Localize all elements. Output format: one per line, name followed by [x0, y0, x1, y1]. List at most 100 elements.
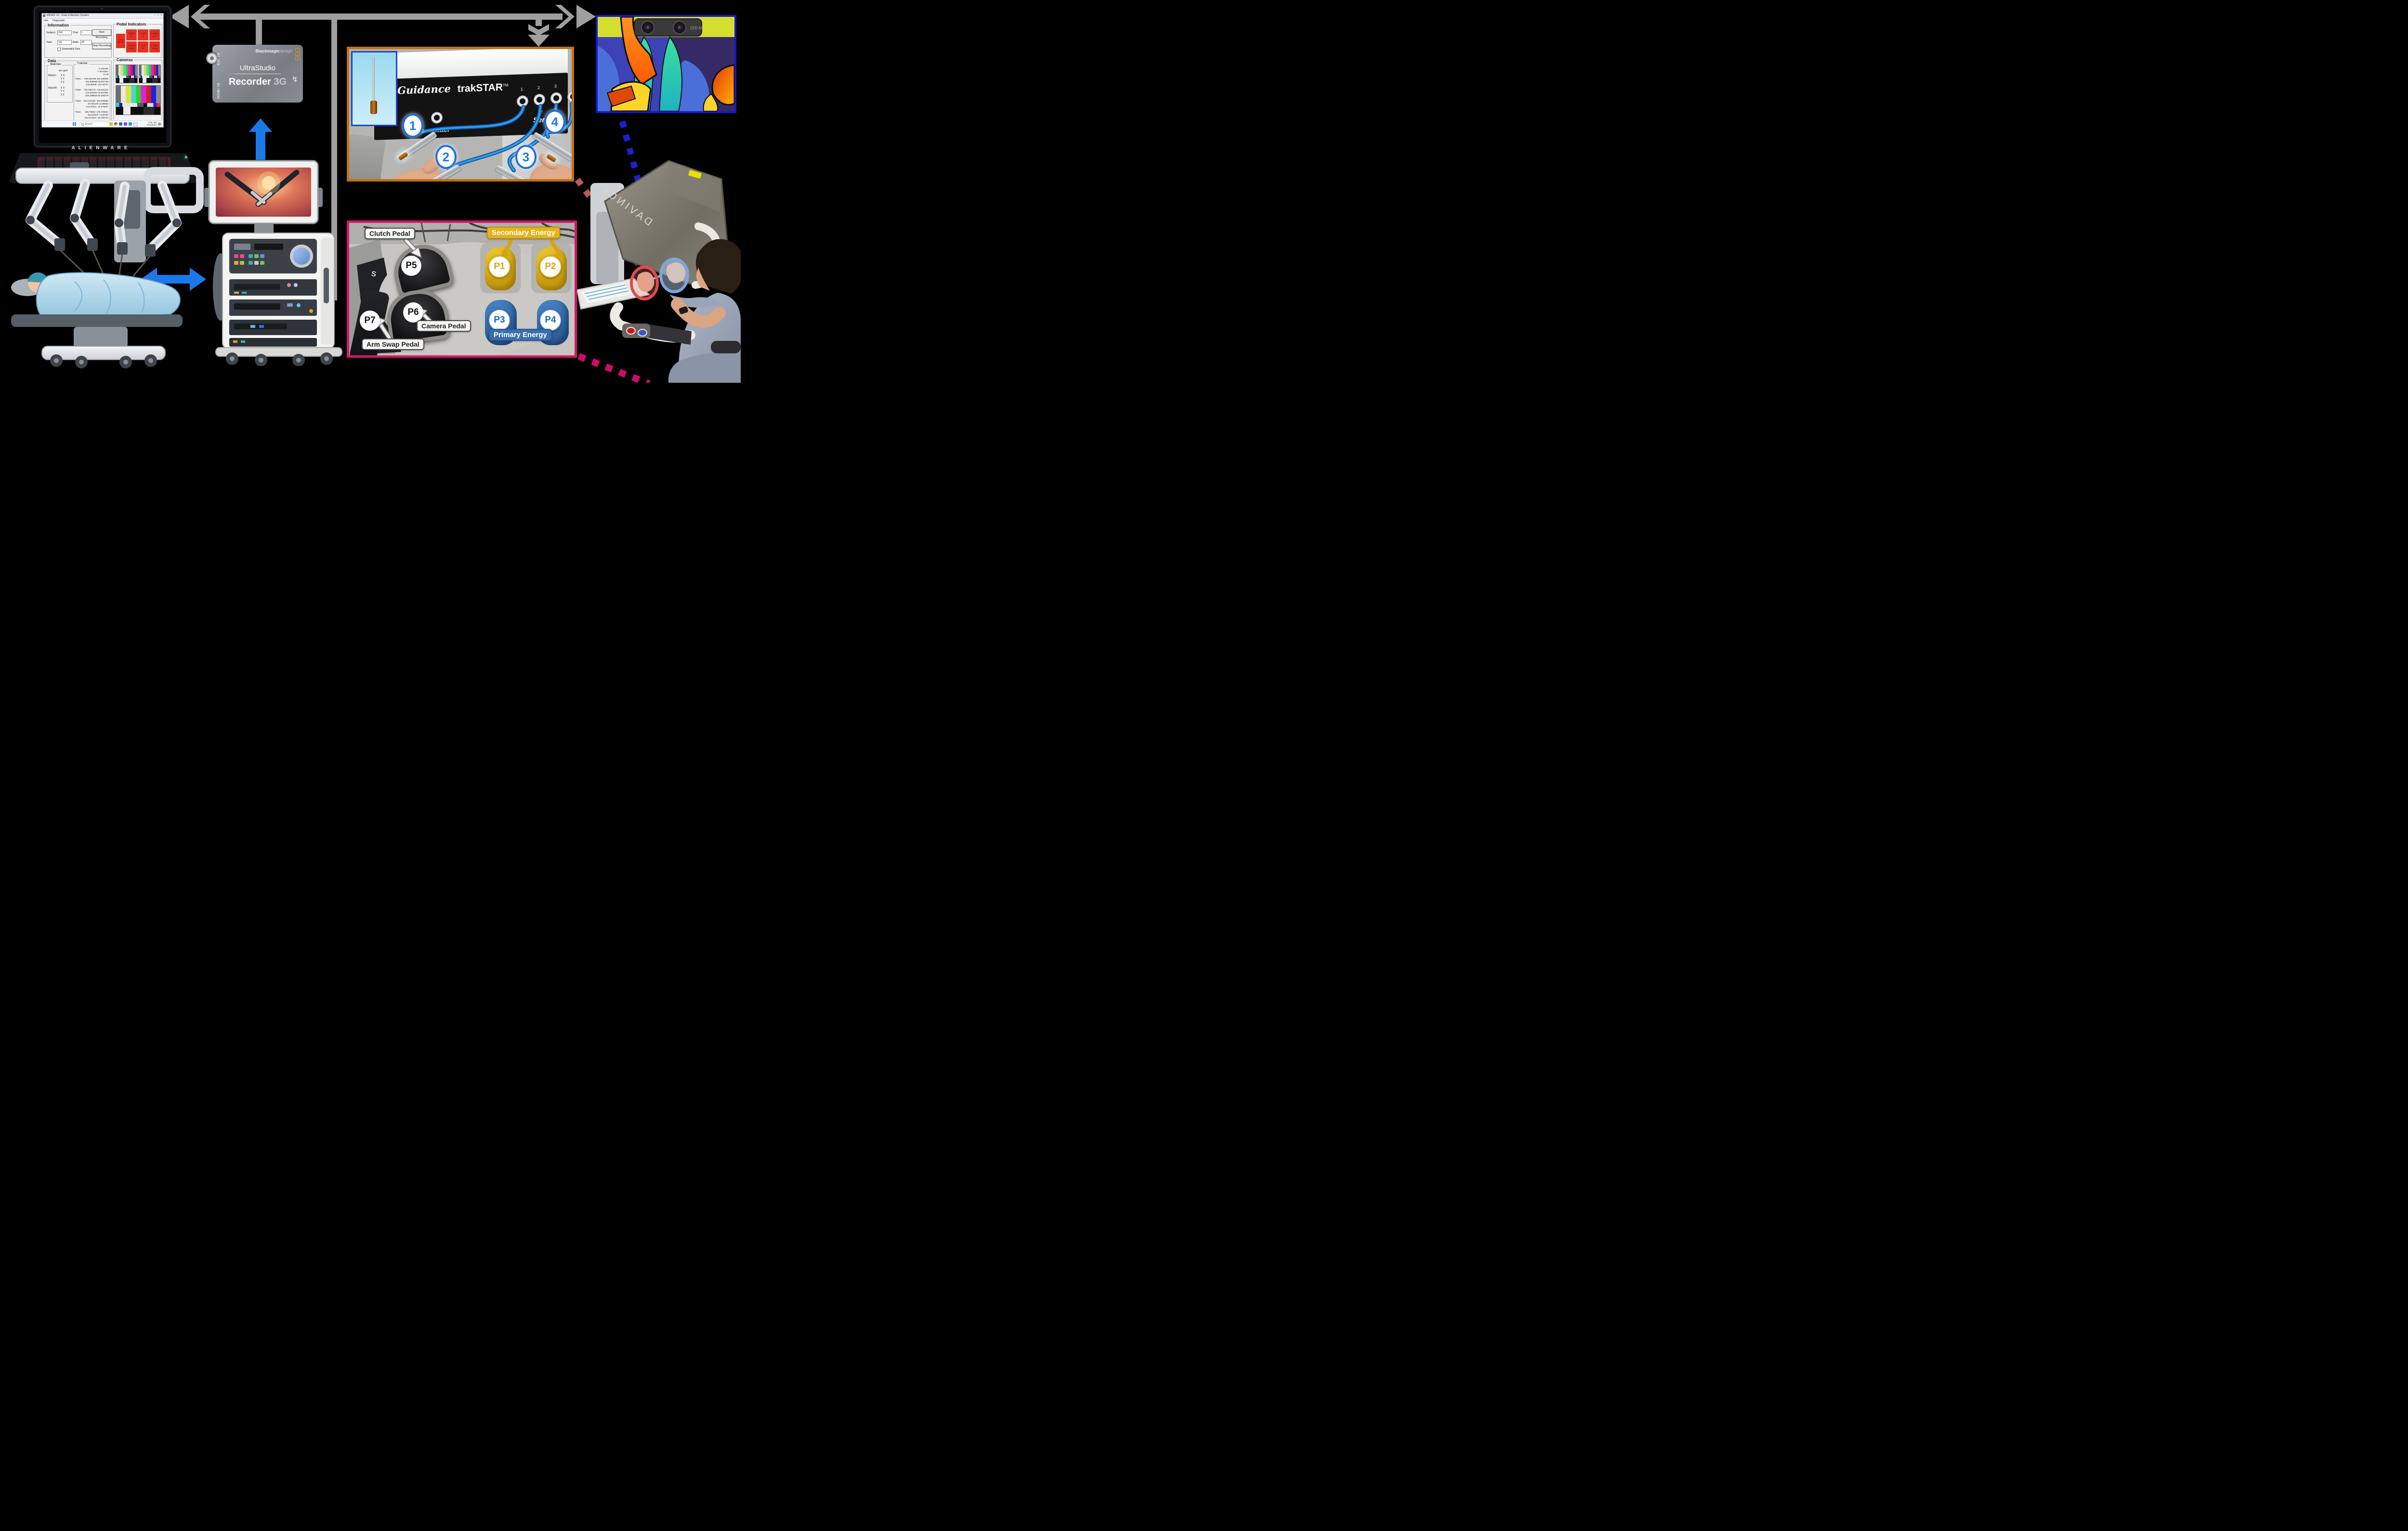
probe-needle-icon	[373, 57, 375, 102]
robot-arms	[26, 179, 182, 255]
search-icon	[81, 123, 84, 126]
blackmagic-brand: Blackmagicdesign	[255, 49, 292, 53]
laptop-desktop: MIDAS V3 - Data Collection System − □ × …	[39, 11, 166, 143]
surgeon-console-photo: DAVINCI	[577, 160, 741, 383]
notepad-icon[interactable]	[133, 122, 138, 127]
bus-drop-recorder	[256, 19, 262, 46]
marker-p7: P7	[360, 311, 380, 331]
trial-field[interactable]: 1	[80, 30, 92, 35]
chrome-icon[interactable]	[114, 122, 118, 126]
window-titlebar[interactable]: MIDAS V3 - Data Collection System − □ ×	[42, 13, 163, 19]
stop-recording-button[interactable]: Stop Recording	[92, 43, 111, 49]
data-title: Data	[47, 59, 57, 63]
patient-drape	[36, 272, 181, 321]
trakstar-panel: 3D Guidance trakSTARTM Transmitter 1 2 3…	[347, 47, 574, 182]
patient-cart-illustration	[11, 162, 204, 368]
smartwatch-checkbox[interactable]	[57, 48, 61, 51]
window-title: MIDAS V3 - Data Collection System	[47, 14, 89, 17]
bus-drop-trakstar	[536, 19, 542, 26]
maximize-button[interactable]: □	[157, 14, 159, 17]
sensor-probe-inset	[351, 51, 397, 126]
trakstar-groupbox: Trakstar X azimuth Y elevation Z roll Tr…	[74, 62, 110, 123]
app-icon	[43, 14, 45, 17]
store-icon[interactable]	[124, 122, 127, 126]
vscode-icon[interactable]	[129, 122, 132, 126]
menu-info[interactable]: Info	[44, 19, 49, 22]
bus-bar	[196, 13, 563, 20]
recorder-line1: UltraStudio	[239, 64, 276, 72]
power-led-icon	[185, 156, 187, 158]
table-wheels	[50, 354, 157, 368]
information-groupbox: Information Subject: 200 Trial: 1 Task: …	[44, 23, 112, 58]
folder-icon[interactable]	[109, 122, 113, 126]
armrest-red-button[interactable]	[626, 327, 636, 335]
minimize-button[interactable]: −	[154, 14, 156, 17]
marker-p2: P2	[539, 256, 562, 278]
right-hand-highlight	[659, 258, 689, 293]
sdi-in-label: SDI IN	[217, 52, 221, 65]
marker-p4: P4	[539, 309, 562, 331]
ultrastudio-recorder: SDI IN HDMI IN Blackmagicdesign UltraStu…	[206, 45, 303, 103]
cart-knob[interactable]	[293, 247, 310, 265]
window-menubar: Info Diagnostic	[42, 19, 163, 23]
bus-arrow-down-icon	[528, 35, 550, 47]
watches-groupbox: Watches acc gyro WatchL: X X Y Y Z Z Wat…	[47, 63, 73, 103]
subject-field[interactable]: 200	[57, 30, 72, 35]
cart-handle	[324, 268, 329, 303]
smartwatch-label: Smartwatch Data	[62, 48, 80, 51]
sensor-marker-1: 1	[402, 114, 423, 138]
figure-canvas: MIDAS V3 - Data Collection System − □ × …	[0, 0, 741, 383]
cameras-groupbox: Cameras	[113, 58, 162, 125]
rate-label: Rate:	[73, 41, 79, 44]
yellow-sticker	[688, 170, 702, 179]
blackmagic-logo-icon	[295, 48, 300, 60]
windows-start-icon[interactable]	[73, 122, 76, 126]
vision-cart-illustration	[204, 160, 342, 366]
camera-feed-wide	[116, 85, 161, 115]
sensor-marker-2: 2	[435, 145, 457, 169]
armrest-blue-button[interactable]	[638, 329, 647, 337]
camera-feed-left	[116, 65, 138, 83]
bus-arrow-left-icon	[170, 5, 189, 28]
close-button[interactable]: ×	[160, 14, 162, 17]
task-label: Task:	[46, 41, 52, 44]
zed-camera: ZED M	[634, 18, 702, 37]
start-recording-button[interactable]: Start Recording	[92, 29, 111, 39]
smartwatch	[679, 306, 688, 314]
menu-diagnostic[interactable]: Diagnostic	[52, 19, 65, 22]
trial-label: Trial:	[73, 31, 79, 34]
instrument-shafts	[59, 249, 151, 277]
cameras-title: Cameras	[116, 58, 134, 62]
weather-icon[interactable]	[158, 122, 161, 126]
recorder-line2: Recorder 3G	[228, 77, 287, 87]
rate-field[interactable]: 30	[80, 40, 92, 45]
surgeon-leg	[668, 353, 741, 383]
primary-energy-label: Primary Energy	[489, 329, 552, 341]
information-title: Information	[47, 23, 70, 27]
right-hand-on-controller	[666, 262, 685, 283]
task-field[interactable]: VH	[57, 40, 72, 45]
marker-p5: P5	[401, 256, 421, 276]
zed-camera-label: ZED M	[690, 26, 702, 30]
depth-map-image: ZED M	[598, 17, 734, 111]
armrest-pad	[642, 324, 692, 345]
sensor-marker-4: 4	[544, 110, 565, 134]
edge-icon[interactable]	[119, 122, 122, 126]
left-hand-highlight	[630, 266, 659, 300]
taskbar-search[interactable]: Search	[79, 122, 111, 127]
thunderbolt-icon: ↯	[291, 76, 298, 84]
chair-armrest	[711, 341, 741, 353]
depth-map-panel: ZED M	[596, 15, 736, 113]
pedal-tray-panel: S	[347, 221, 577, 358]
bnc-connector-icon	[206, 52, 218, 64]
cart-to-recorder-arrow	[256, 130, 265, 160]
